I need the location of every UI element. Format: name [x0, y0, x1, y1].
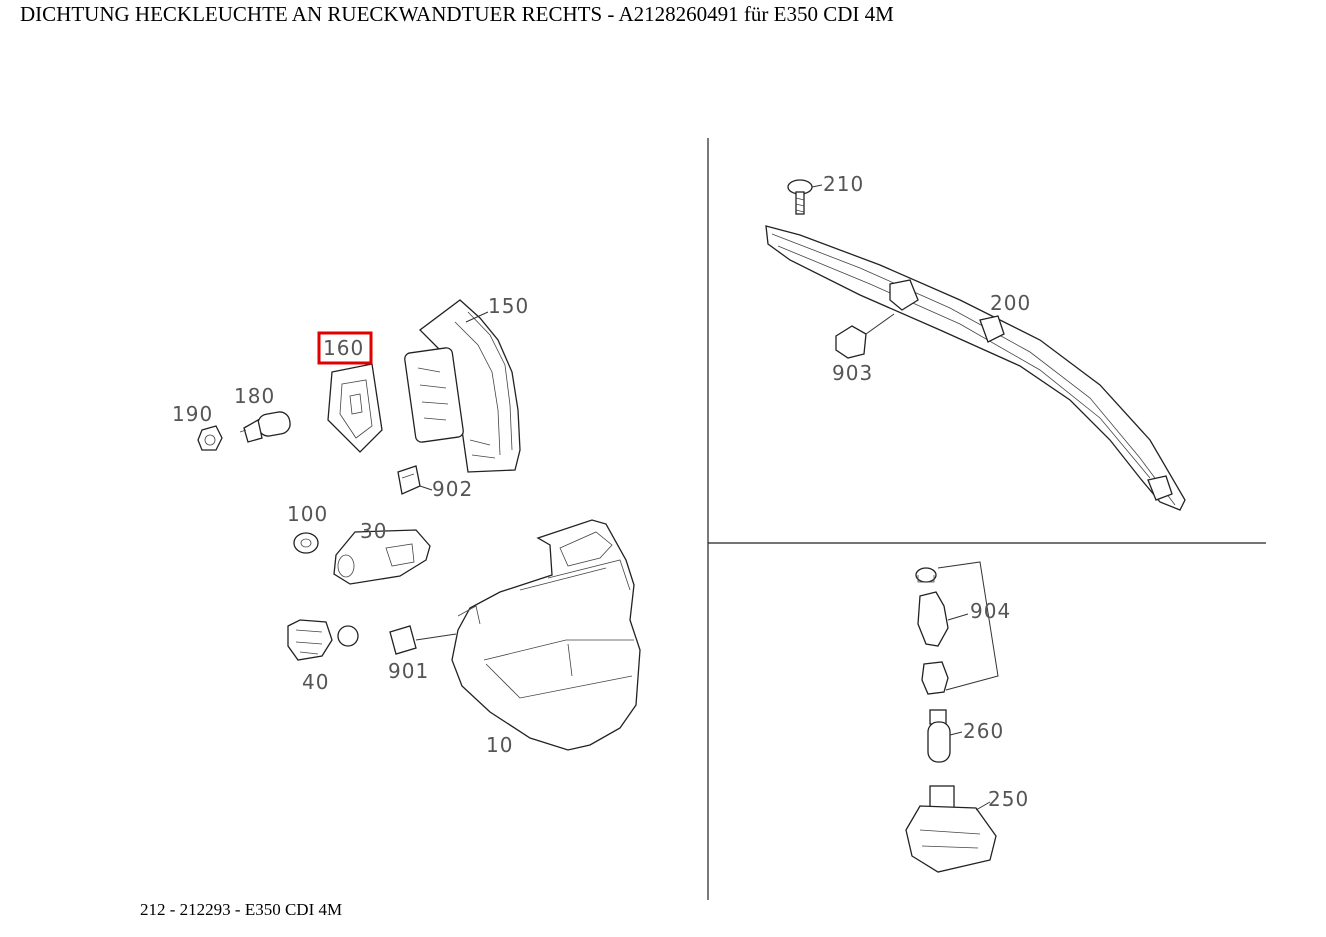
label-904: 904 — [970, 599, 1011, 623]
part-903-clip[interactable] — [835, 325, 867, 359]
part-902-connector[interactable] — [397, 465, 421, 495]
label-260: 260 — [963, 719, 1004, 743]
part-904-clip-set[interactable] — [915, 567, 949, 695]
part-160-seal[interactable] — [327, 363, 383, 453]
label-10: 10 — [486, 733, 513, 757]
part-210-screw[interactable] — [787, 179, 813, 215]
highlight-box — [317, 331, 373, 365]
label-30: 30 — [360, 519, 387, 543]
part-901-connector[interactable] — [389, 625, 417, 655]
part-190-nut[interactable] — [197, 425, 223, 451]
footer-vehicle-code: 212 - 212293 - E350 CDI 4M — [140, 900, 343, 919]
part-200-trim-strip[interactable] — [765, 225, 1186, 511]
part-40-bulb-holder[interactable] — [287, 619, 359, 661]
part-150-lamp-carrier[interactable] — [404, 299, 521, 473]
part-250-lamp[interactable] — [905, 785, 997, 873]
label-902: 902 — [432, 477, 473, 501]
part-100-washer[interactable] — [293, 532, 319, 554]
label-200: 200 — [990, 291, 1031, 315]
label-100: 100 — [287, 502, 328, 526]
label-250: 250 — [988, 787, 1029, 811]
label-903: 903 — [832, 361, 873, 385]
part-260-bulb[interactable] — [927, 709, 951, 763]
label-40: 40 — [302, 670, 329, 694]
label-210: 210 — [823, 172, 864, 196]
label-180: 180 — [234, 384, 275, 408]
label-190: 190 — [172, 402, 213, 426]
part-10-tail-lamp[interactable] — [451, 519, 641, 751]
page-title: DICHTUNG HECKLEUCHTE AN RUECKWANDTUER RE… — [20, 2, 894, 26]
part-180-bulb[interactable] — [239, 410, 292, 443]
label-150: 150 — [488, 294, 529, 318]
part-30-bracket[interactable] — [333, 529, 431, 585]
label-160[interactable]: 160 — [323, 336, 364, 360]
label-901: 901 — [388, 659, 429, 683]
